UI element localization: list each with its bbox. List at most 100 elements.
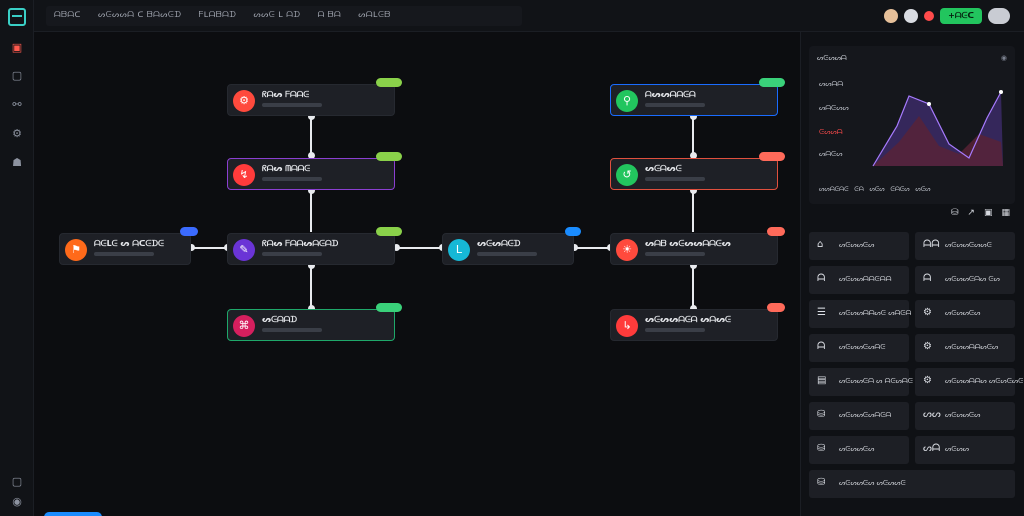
chart-line — [872, 91, 1002, 167]
palette-tile[interactable]: ☰ ᔕᕮᔕᔕᗩᗩᔕᕮ ᔕᗩᕮᗩ — [809, 300, 912, 328]
help-icon[interactable]: ▢ — [11, 475, 23, 488]
save-icon[interactable]: ▣ — [983, 208, 993, 218]
palette-tile[interactable]: ⌂ᔕᕮᔕᔕᕮᔕ — [809, 232, 909, 260]
deploy-button[interactable]: +ᗩᕮᑕ — [940, 8, 982, 24]
palette-tile[interactable]: ᗩ ᔕᕮᔕᔕᕮᗩᔕ ᕮᔕ — [915, 266, 1015, 294]
connector-dot[interactable] — [690, 152, 697, 159]
app-logo[interactable] — [8, 8, 26, 26]
connector-dot[interactable] — [308, 262, 315, 269]
user-icon[interactable]: ◉ — [12, 495, 22, 508]
right-panel: ᔕᕮᔕᔕᗩ ◉ ᔕᔕᗩᗩ ᔕᗩᕮᔕᔕ ᕮᔕᔕᗩ ᔕᗩᕮᔕ ᔕᔕᗩᕮᗩᕮ ᕮᗩ ᔕ… — [800, 32, 1024, 516]
workflow-node[interactable]: ↺ ᔕᕮᗩᔕᕮ — [610, 152, 785, 190]
workflow-icon[interactable]: ▣ — [11, 41, 23, 54]
connector-dot[interactable] — [393, 244, 400, 251]
breadcrumb-item[interactable]: ᔕᔕᕮ ᒪ ᗩᗪ — [253, 10, 301, 19]
breadcrumb-item[interactable]: ᗩ ᗷᗩ — [317, 10, 342, 19]
node-icon: ↺ — [616, 164, 638, 186]
node-title: ᗩᕮᒪᕮ ᔕ ᗩᑕᕮᗪᕮ — [94, 239, 164, 248]
avatar[interactable] — [988, 8, 1010, 24]
workflow-node[interactable]: ⌘ ᔕᕮᗩᗩᗪ — [227, 303, 402, 341]
database-icon[interactable]: ▢ — [11, 69, 23, 82]
notification-icon[interactable] — [924, 11, 935, 21]
tile-icon: ⛁ — [817, 443, 826, 454]
node-title: ᔕᕮᗩᔕᕮ — [645, 164, 682, 173]
palette-tile[interactable]: ⛁ᔕᕮᔕᔕᕮᔕ ᔕᕮᔕᔕᕮ — [809, 470, 1015, 498]
settings-icon[interactable]: ⚙ — [12, 127, 22, 140]
tile-icon: ᗩ — [923, 273, 932, 284]
tile-label: ᔕᕮᔕᔕᕮᔕ — [839, 241, 875, 249]
palette-tile[interactable]: ⚙ᔕᕮᔕᔕᗩᗩᔕ ᔕᕮᔕᕮᔕᕮ — [915, 368, 1023, 396]
workflow-node[interactable]: ↳ ᔕᕮᔕᔕᗩᕮᗩ ᔕᗩᔕᕮ — [610, 303, 785, 341]
connector-dot[interactable] — [690, 187, 697, 194]
tile-label: ᔕᕮᔕᔕᕮᔕ — [839, 445, 875, 453]
nodes-icon[interactable]: ⚯ — [12, 98, 22, 111]
palette-tile[interactable]: ⚙ᔕᕮᔕᔕᗩᗩᔕᕮᔕ — [915, 334, 1015, 362]
connector-dot[interactable] — [308, 152, 315, 159]
breadcrumb-item[interactable]: ᗩᗷᗩᑕ — [54, 10, 81, 19]
breadcrumb-item[interactable]: ᔕᕮᔕᔕᗩ ᑕ ᗷᗩᔕᕮᗪ — [97, 10, 182, 19]
edges-layer — [191, 116, 694, 308]
node-icon: ↳ — [616, 315, 638, 337]
workflow-node[interactable]: ✎ ᖇᗩᔕ ᖴᗩᗩᔕᗩᕮᗩᗪ — [227, 227, 402, 265]
chart-icon[interactable]: ↗ — [967, 208, 975, 218]
connector-dot[interactable] — [571, 244, 578, 251]
connector-dot[interactable] — [690, 113, 697, 120]
connector-dot[interactable] — [308, 113, 315, 120]
chart-point — [927, 102, 931, 106]
palette-tile[interactable]: ⛁ ᔕᕮᔕᔕᕮᔕ — [809, 436, 909, 464]
workflow-node[interactable]: ↯ ᖇᗩᔕ ᗰᗩᗩᕮ — [227, 152, 402, 190]
tile-label: ᔕᕮᔕᔕᕮᔕᗩᕮᗩ — [839, 411, 892, 419]
breadcrumb-item[interactable]: ᖴᒪᗩᗷᗩᗪ — [198, 10, 237, 19]
tile-icon: ᗩᗩ — [923, 239, 940, 250]
status-badge — [759, 152, 785, 161]
node-title: ᖇᗩᔕ ᗰᗩᗩᕮ — [262, 164, 311, 173]
connector-dot[interactable] — [690, 262, 697, 269]
stat-value: ᔕᗩᕮᔕ — [819, 150, 843, 158]
node-icon: ⚲ — [616, 90, 638, 112]
node-icon: ✎ — [233, 239, 255, 261]
tile-label: ᔕᕮᔕᔕᕮᔕ — [945, 309, 981, 317]
status-badge — [376, 227, 402, 236]
connector-dot[interactable] — [308, 187, 315, 194]
globe-icon[interactable] — [904, 9, 919, 23]
palette-tile[interactable]: ▤ᔕᕮᔕᔕᕮᗩ ᔕ ᗩᕮᔕᗩᕮ — [809, 368, 913, 396]
workflow-canvas[interactable]: ⚙ ᖇᗩᔕ ᖴᗩᗩᕮ ↯ ᖇᗩᔕ ᗰᗩᗩᕮ ⚑ ᗩᕮᒪᕮ ᔕ ᗩᑕᕮᗪᕮ ✎ ᖇ… — [34, 32, 800, 516]
connector-dot[interactable] — [308, 305, 315, 312]
palette-tile[interactable]: ⚙ᔕᕮᔕᔕᕮᔕ — [915, 300, 1015, 328]
status-badge — [376, 152, 402, 161]
node-title: ᔕᕮᔕᗩᕮᗪ — [477, 239, 521, 248]
breadcrumb-item[interactable]: ᔕᗩᒪᕮᗷ — [358, 10, 391, 19]
users-icon[interactable]: ☗ — [12, 156, 22, 169]
emoji-icon[interactable] — [884, 9, 899, 23]
status-badge — [759, 78, 785, 87]
tile-icon: ☰ — [817, 307, 826, 318]
tile-label: ᔕᕮᔕᔕᗩᗩᔕᕮ ᔕᗩᕮᗩ — [839, 309, 912, 317]
tile-icon: ⚙ — [923, 375, 932, 386]
chart-menu-icon[interactable]: ◉ — [1000, 54, 1007, 62]
tile-icon: ⛁ — [817, 477, 826, 488]
node-icon: ⚙ — [233, 90, 255, 112]
workflow-node[interactable]: ⚑ ᗩᕮᒪᕮ ᔕ ᗩᑕᕮᗪᕮ — [59, 227, 198, 265]
node-subtitle-placeholder — [94, 252, 154, 256]
filter-icon[interactable]: ⛁ — [950, 208, 959, 218]
tile-icon: ⛁ — [817, 409, 826, 420]
tile-label: ᔕᕮᔕᔕᕮᗩᔕ ᕮᔕ — [945, 275, 1000, 283]
connector-dot[interactable] — [690, 305, 697, 312]
workflow-node[interactable]: ⚲ ᗩᔕᔕᗩᗩᕮᗩ — [610, 78, 785, 116]
tile-label: ᔕᕮᔕᔕ — [945, 445, 969, 453]
grid-icon[interactable]: ▦ — [1001, 208, 1010, 218]
workflow-node[interactable]: ☀ ᔕᗩᗷ ᔕᕮᔕᔕᗩᗩᕮᔕ — [610, 227, 785, 265]
tile-label: ᔕᕮᔕᔕᕮᗩ ᔕ ᗩᕮᔕᗩᕮ — [839, 377, 913, 385]
workflow-node[interactable]: ⚙ ᖇᗩᔕ ᖴᗩᗩᕮ — [227, 78, 402, 116]
palette-tile[interactable]: ⛁ ᔕᕮᔕᔕᕮᔕᗩᕮᗩ — [809, 402, 909, 430]
connector-dot[interactable] — [188, 244, 195, 251]
breadcrumb[interactable]: ᗩᗷᗩᑕ ᔕᕮᔕᔕᗩ ᑕ ᗷᗩᔕᕮᗪ ᖴᒪᗩᗷᗩᗪ ᔕᔕᕮ ᒪ ᗩᗪ ᗩ ᗷᗩ … — [46, 6, 522, 26]
node-icon: ᒪ — [448, 239, 470, 261]
run-button[interactable] — [44, 512, 102, 516]
workflow-node[interactable]: ᒪ ᔕᕮᔕᗩᕮᗪ — [442, 227, 581, 265]
